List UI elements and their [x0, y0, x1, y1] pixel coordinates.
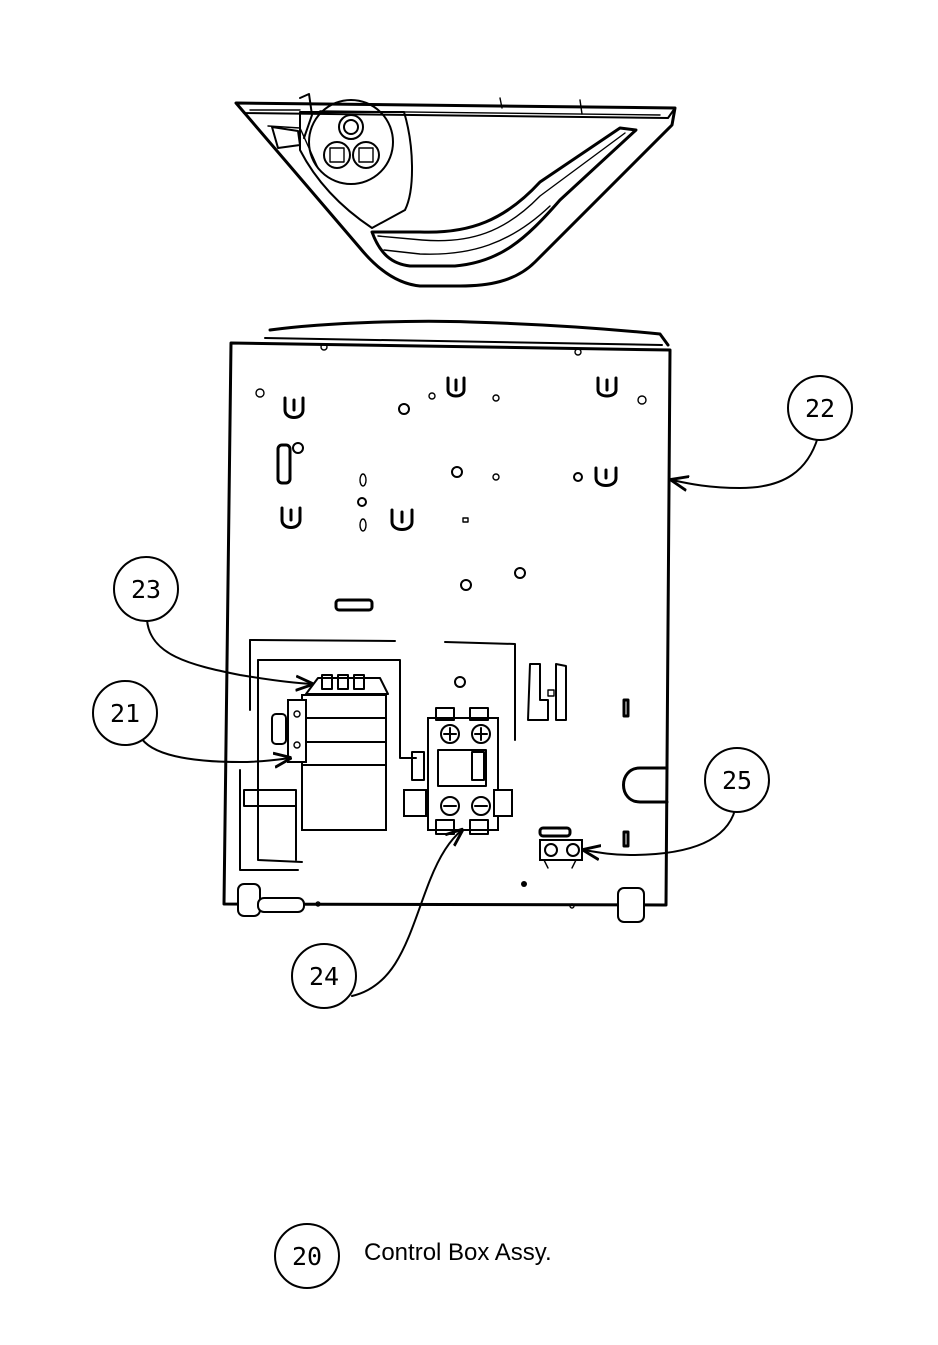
leader-line-25	[584, 809, 736, 855]
callout-25: 25	[704, 747, 770, 813]
top-cover-drawing	[234, 93, 677, 288]
callout-24: 24	[291, 943, 357, 1009]
caption: 20 Control Box Assy.	[274, 1223, 552, 1289]
leader-line-23	[146, 619, 312, 684]
leader-line-24	[351, 830, 462, 997]
leader-line-21	[139, 735, 290, 762]
callout-21-label: 21	[110, 699, 140, 728]
callout-22-label: 22	[805, 394, 835, 423]
caption-text: Control Box Assy.	[364, 1239, 552, 1266]
callout-22: 22	[787, 375, 853, 441]
callout-23: 23	[113, 556, 179, 622]
callout-23-label: 23	[131, 575, 161, 604]
callout-25-label: 25	[722, 766, 752, 795]
leader-line-22	[672, 436, 819, 488]
control-box-panel	[222, 319, 672, 923]
callout-24-label: 24	[309, 962, 339, 991]
caption-number: 20	[292, 1242, 322, 1271]
callout-21: 21	[92, 680, 158, 746]
